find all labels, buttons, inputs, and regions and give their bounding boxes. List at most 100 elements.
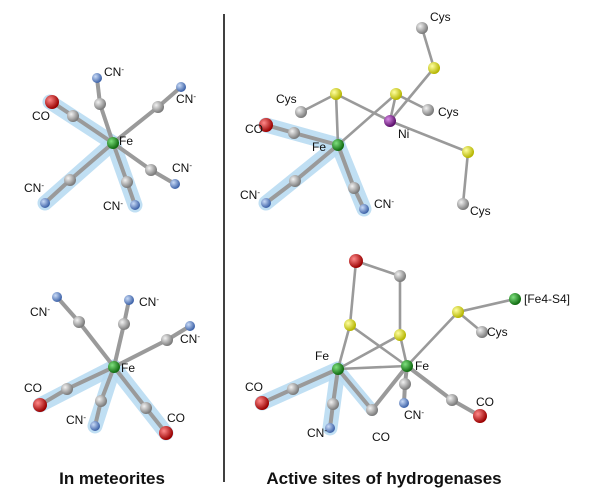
cys-label: Cys [438,105,459,119]
cn-charge: - [391,197,394,206]
oxygen-atom [33,398,47,412]
carbon-atom [118,318,130,330]
iron-atom [401,360,413,372]
co-label: CO [32,109,50,123]
nife-hydrogenase-site: Cys Cys Cys Cys Ni Fe CO CN- CN- [240,10,491,218]
nitrogen-atom [261,198,271,208]
fe-label: Fe [315,349,329,363]
svg-text:CN-: CN- [24,181,44,195]
oxygen-atom [45,95,59,109]
cn-label: CN [404,408,421,422]
atoms [33,292,195,440]
co-label: CO [476,395,494,409]
carbon-atom [67,110,79,122]
nitrogen-atom [130,200,140,210]
nitrogen-atom [399,398,409,408]
cn-label: CN [139,295,156,309]
fe-label: Fe [121,361,135,375]
cn-charge: - [83,413,86,422]
cys-label: Cys [430,10,451,24]
sulfur-atom [344,319,356,331]
cn-label: CN [180,332,197,346]
sulfur-atom [462,146,474,158]
sulfur-atom [330,88,342,100]
meteorite-complex-top: Fe CO CN- CN- CN- CN- CN- [24,65,196,213]
carbon-atom [145,164,157,176]
co-label: CO [167,411,185,425]
nitrogen-atom [124,295,134,305]
oxygen-atom [255,396,269,410]
cn-charge: - [120,199,123,208]
carbon-atom [476,326,488,338]
fefe-hydrogenase-site: [Fe4-S4] Cys Fe Fe CO CO CO CN- CN- [245,254,570,444]
oxygen-atom [473,409,487,423]
atoms [259,22,474,214]
nitrogen-atom [90,421,100,431]
co-label: CO [24,381,42,395]
cluster-label: [Fe4-S4] [524,292,570,306]
cn-charge: - [189,161,192,170]
iron-atom [332,363,344,375]
carbon-atom [327,398,339,410]
cn-charge: - [324,426,327,435]
carbon-atom [416,22,428,34]
nitrogen-atom [325,423,335,433]
svg-text:CN-: CN- [66,413,86,427]
oxygen-atom [159,426,173,440]
svg-text:CN-: CN- [139,295,159,309]
carbon-atom [348,182,360,194]
svg-text:CN-: CN- [307,426,327,440]
nitrogen-atom [40,198,50,208]
caption-meteorites: In meteorites [59,469,165,488]
carbon-atom [95,395,107,407]
carbon-atom [366,404,378,416]
iron-atom [107,137,119,149]
cn-label: CN [240,188,257,202]
svg-text:CN-: CN- [172,161,192,175]
caption-hydrogenases: Active sites of hydrogenases [266,469,501,488]
oxygen-atom [349,254,363,268]
cn-label: CN [374,197,391,211]
sulfur-atom [428,62,440,74]
fe-label: Fe [119,134,133,148]
cn-label: CN [103,199,120,213]
atoms [40,73,186,210]
nitrogen-atom [359,204,369,214]
atom-labels: Fe CO CN- CN- CN- CN- CN- [24,65,196,213]
carbon-atom [121,176,133,188]
carbon-atom [446,394,458,406]
svg-text:CN-: CN- [104,65,124,79]
svg-text:CN-: CN- [404,408,424,422]
atom-labels: [Fe4-S4] Cys Fe Fe CO CO CO CN- CN- [245,292,570,444]
cn-charge: - [257,188,260,197]
cn-charge: - [193,92,196,101]
iron-atom [332,139,344,151]
carbon-atom [287,383,299,395]
svg-text:CN-: CN- [176,92,196,106]
carbon-atom [73,316,85,328]
sulfur-atom [390,88,402,100]
carbon-atom [161,334,173,346]
cn-charge: - [47,305,50,314]
cys-label: Cys [487,325,508,339]
cn-charge: - [121,65,124,74]
cn-label: CN [24,181,41,195]
iron-atom [108,361,120,373]
cn-charge: - [156,295,159,304]
carbon-atom [289,175,301,187]
cn-label: CN [172,161,189,175]
svg-text:CN-: CN- [240,188,260,202]
nitrogen-atom [92,73,102,83]
cluster-node [509,293,521,305]
nitrogen-atom [185,321,195,331]
carbon-atom [399,378,411,390]
fe-label: Fe [415,359,429,373]
atoms [255,254,521,433]
svg-text:CN-: CN- [374,197,394,211]
co-label: CO [245,122,263,136]
atom-labels: Fe CO CO CN- CN- CN- CN- [24,295,200,427]
carbon-atom [94,98,106,110]
meteorite-complex-bottom: Fe CO CO CN- CN- CN- CN- [24,292,200,441]
co-label: CO [372,430,390,444]
co-label: CO [245,380,263,394]
